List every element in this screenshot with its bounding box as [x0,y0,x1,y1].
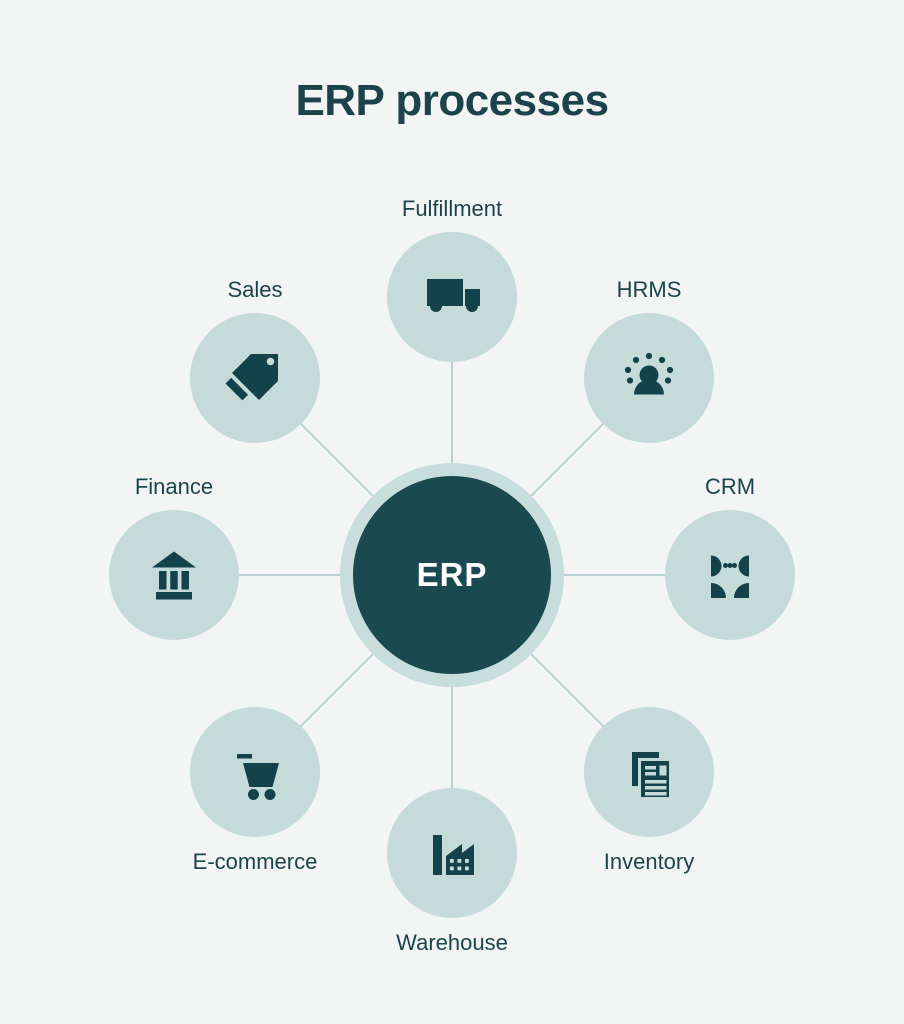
node-circle [190,707,320,837]
node-label: HRMS [616,277,682,302]
shopping-cart-icon [237,754,279,800]
erp-center-label: ERP [416,556,488,593]
node-circle [584,313,714,443]
node-label: Finance [134,474,214,499]
node-circle [109,510,239,640]
node-circle [584,707,714,837]
diagram-node-sales: Sales [190,277,320,443]
diagram-node-crm: CRM [665,474,795,640]
node-label: Sales [227,277,283,302]
node-label: Fulfillment [401,196,503,221]
diagram-node-finance: Finance [109,474,239,640]
truck-icon [427,279,480,312]
node-circle [387,232,517,362]
factory-icon [433,835,474,875]
node-circle [190,313,320,443]
erp-center-circle: ERP [353,476,551,674]
communication-icon [711,555,749,598]
node-label: Inventory [603,849,695,874]
node-label: CRM [704,474,756,499]
erp-center-node: ERP [340,463,564,687]
diagram-node-fulfillment: Fulfillment [387,196,517,362]
documents-icon [632,752,669,797]
bank-icon [152,551,196,600]
diagram-node-hrms: HRMS [584,277,714,443]
node-label: Warehouse [396,930,508,955]
price-tag-icon [225,354,278,401]
node-label: E-commerce [192,849,318,874]
node-circle [665,510,795,640]
people-network-icon [624,352,674,395]
diagram-node-ecommerce: E-commerce [190,707,320,874]
diagram-node-warehouse: Warehouse [387,788,517,955]
node-circle [387,788,517,918]
diagram-node-inventory: Inventory [584,707,714,874]
page-title: ERP processes [295,76,609,125]
